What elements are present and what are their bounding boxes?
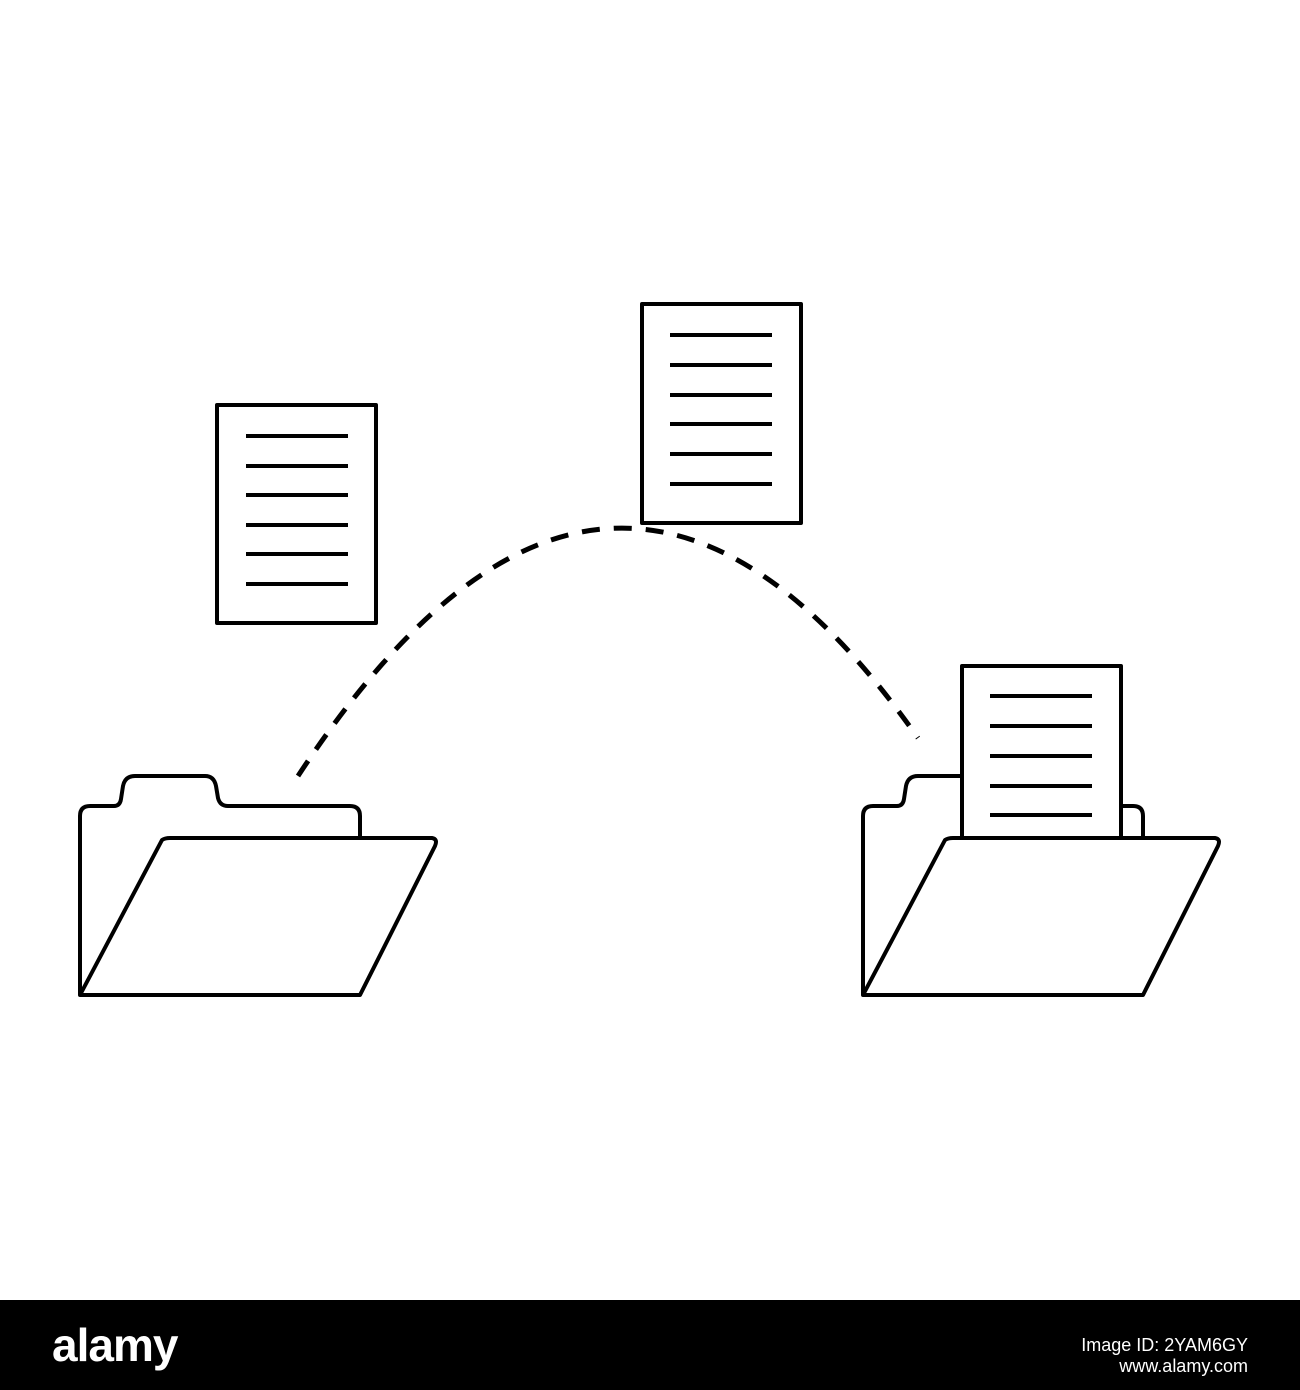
document-icon-in-folder (960, 664, 1123, 844)
document-icon-top (640, 302, 803, 525)
brand-logo: alamy (52, 1319, 178, 1371)
footer-url: www.alamy.com (1119, 1356, 1248, 1376)
folder-icon-left (78, 774, 438, 997)
file-transfer-illustration (78, 302, 1221, 997)
open-folder-icon-right (861, 664, 1221, 997)
dashed-arc-connector (295, 525, 921, 778)
stock-image-id: Image ID: 2YAM6GY (1081, 1335, 1248, 1355)
document-icon-left (215, 403, 378, 625)
watermark-footer: alamy Image ID: 2YAM6GY www.alamy.com (0, 1300, 1300, 1390)
